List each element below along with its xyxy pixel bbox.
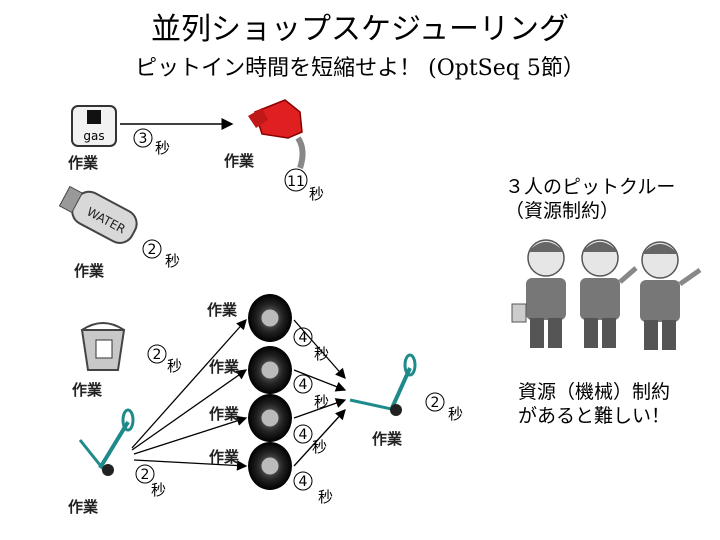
- tire-icon: [248, 346, 292, 394]
- unit-label-jack: 秒: [151, 481, 167, 499]
- tire-to-jack-arrow: [293, 319, 346, 379]
- unit-label-tire: 秒: [318, 488, 334, 506]
- duration-circle-bucket: 2: [147, 344, 167, 364]
- duration-circle-water: 2: [142, 239, 162, 259]
- unit-label-jack-down: 秒: [448, 405, 464, 423]
- subtitle-en: (OptSeq 5節）: [428, 56, 585, 81]
- duration-circle-tire: 4: [293, 424, 313, 444]
- bucket-icon: [80, 322, 126, 371]
- svg-text:11: 11: [287, 174, 305, 190]
- work-label-fuel: 作業: [224, 152, 255, 170]
- work-label-gas: 作業: [68, 154, 99, 172]
- jack-to-tire-arrow: [131, 369, 248, 451]
- tire-to-jack-arrow: [293, 398, 347, 419]
- unit-label-water: 秒: [165, 252, 181, 270]
- gas-station-icon: gas: [71, 105, 117, 147]
- tire-icon: [248, 294, 292, 342]
- pit-crew-figure: [580, 239, 638, 348]
- subtitle-jp: ピットイン時間を短縮せよ！: [135, 56, 429, 81]
- jack-left-icon: [78, 408, 135, 476]
- unit-label-fuel: 秒: [309, 185, 325, 203]
- unit-label-gas: 秒: [155, 139, 171, 157]
- gas-icon-text: gas: [83, 129, 104, 143]
- svg-text:4: 4: [299, 377, 308, 393]
- jack-right-icon: [349, 353, 417, 416]
- work-label-jack: 作業: [68, 498, 99, 516]
- svg-text:4: 4: [299, 474, 308, 490]
- tire-to-jack-arrow: [293, 409, 346, 467]
- duration-circle-gas: 3: [133, 128, 153, 148]
- pit-crew-figure: [640, 241, 702, 350]
- tire-icon: [248, 394, 292, 442]
- svg-text:4: 4: [299, 330, 308, 346]
- unit-label-tire: 秒: [312, 438, 328, 456]
- jack-to-tire-arrow: [133, 459, 248, 471]
- duration-circle-tire: 4: [293, 327, 313, 347]
- resource-note-text: 資源（機械）制約 があると難しい！: [518, 380, 670, 428]
- crew-line-1: ３人のピットクルー: [505, 176, 676, 198]
- crew-constraint-text: ３人のピットクルー （資源制約）: [505, 175, 675, 223]
- svg-text:2: 2: [148, 242, 157, 258]
- work-label-water: 作業: [74, 262, 105, 280]
- work-label-tire: 作業: [209, 358, 240, 376]
- tire-to-jack-arrow: [293, 369, 347, 392]
- work-label-tire: 作業: [207, 301, 238, 319]
- duration-circle-jack: 2: [135, 464, 155, 484]
- pit-crew-figure: [511, 239, 566, 348]
- unit-label-tire: 秒: [314, 393, 330, 411]
- work-label-bucket: 作業: [72, 381, 103, 399]
- crew-line-2: （資源制約）: [505, 200, 620, 222]
- jack-to-tire-arrow: [133, 415, 248, 455]
- unit-label-tire: 秒: [314, 345, 330, 363]
- work-label-jack-down: 作業: [372, 430, 403, 448]
- note-line-2: があると難しい！: [518, 405, 671, 427]
- water-bottle-icon: WATER: [58, 185, 138, 244]
- note-line-1: 資源（機械）制約: [518, 381, 671, 403]
- svg-text:2: 2: [141, 467, 150, 483]
- unit-label-bucket: 秒: [167, 357, 183, 375]
- work-label-tire: 作業: [209, 448, 240, 466]
- tire-icon: [248, 442, 292, 490]
- page-title: 並列ショップスケジューリング: [151, 12, 569, 47]
- jack-to-tire-arrow: [131, 319, 247, 449]
- svg-text:2: 2: [431, 395, 440, 411]
- work-label-tire: 作業: [209, 405, 240, 423]
- svg-text:2: 2: [153, 347, 162, 363]
- duration-circle-tire: 4: [293, 374, 313, 394]
- svg-text:4: 4: [299, 427, 308, 443]
- svg-text:3: 3: [139, 131, 148, 147]
- duration-circle-fuel: 11: [284, 168, 308, 192]
- duration-circle-jack-down: 2: [425, 392, 445, 412]
- page-subtitle: ピットイン時間を短縮せよ！ (OptSeq 5節）: [0, 50, 720, 82]
- fuel-can-icon: [248, 99, 306, 169]
- duration-circle-tire: 4: [293, 471, 313, 491]
